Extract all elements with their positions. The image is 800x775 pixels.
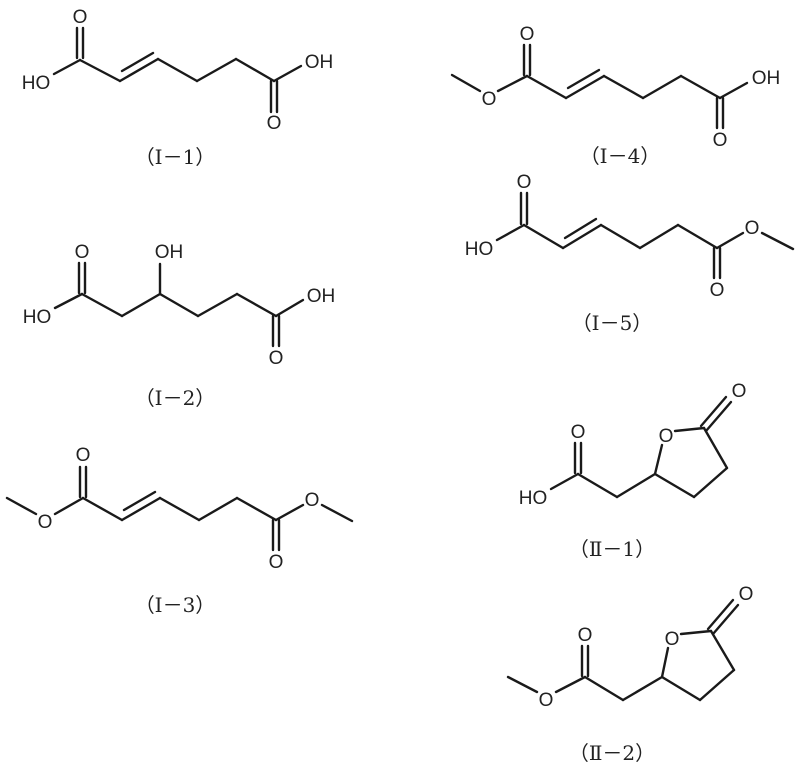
- hydroxyl-group: OH: [307, 286, 336, 307]
- hydroxyl-group: HO: [22, 73, 51, 94]
- oxygen-atom: O: [269, 552, 284, 573]
- hydroxyl-group: HO: [519, 488, 548, 509]
- oxygen-atom: O: [520, 24, 535, 45]
- oxygen-atom: O: [269, 348, 284, 369]
- oxygen-atom: O: [73, 7, 88, 28]
- ester-oxygen-atom: O: [38, 512, 53, 533]
- oxygen-atom: O: [571, 422, 586, 443]
- hydroxyl-group: HO: [465, 239, 494, 260]
- hydroxyl-group: OH: [752, 68, 781, 89]
- compound-label: （Ⅰ－5）: [572, 311, 653, 335]
- compound-I-5: O HO O O （Ⅰ－5）: [465, 172, 795, 335]
- compound-I-4: O O OH O （Ⅰ－4）: [450, 24, 781, 168]
- hydroxyl-group: OH: [305, 52, 334, 73]
- compound-label: （Ⅰ－3）: [135, 593, 216, 617]
- oxygen-atom: O: [710, 280, 725, 301]
- ester-oxygen-atom: O: [745, 218, 760, 239]
- lactone-carbonyl-oxygen: O: [732, 381, 747, 402]
- ester-oxygen-atom: O: [539, 690, 554, 711]
- compound-II-2: O O O O （Ⅱ－2）: [506, 584, 754, 765]
- ester-oxygen-atom: O: [305, 490, 320, 511]
- compound-label: （Ⅰ－2）: [135, 386, 216, 410]
- compound-I-1: O HO OH O （Ⅰ－1）: [22, 7, 334, 169]
- oxygen-atom: O: [713, 130, 728, 151]
- compound-label: （Ⅰ－1）: [135, 145, 216, 169]
- compound-I-3: O O O O （Ⅰ－3）: [5, 445, 354, 617]
- oxygen-atom: O: [578, 625, 593, 646]
- ester-oxygen-atom: O: [482, 89, 497, 110]
- oxygen-atom: O: [517, 172, 532, 193]
- oxygen-atom: O: [75, 242, 90, 263]
- compound-label: （Ⅱ－1）: [569, 537, 655, 561]
- oxygen-atom: O: [267, 113, 282, 134]
- oxygen-atom: O: [76, 445, 91, 466]
- hydroxyl-group: HO: [23, 307, 52, 328]
- ring-oxygen-atom: O: [659, 426, 674, 447]
- compound-I-2: O HO OH OH O （Ⅰ－2）: [23, 242, 336, 410]
- compound-label: （Ⅰ－4）: [580, 144, 661, 168]
- compound-label: （Ⅱ－2）: [569, 741, 655, 765]
- lactone-carbonyl-oxygen: O: [739, 584, 754, 605]
- compound-II-1: O HO O O （Ⅱ－1）: [519, 381, 747, 561]
- ring-oxygen-atom: O: [665, 629, 680, 650]
- hydroxyl-group: OH: [155, 242, 184, 263]
